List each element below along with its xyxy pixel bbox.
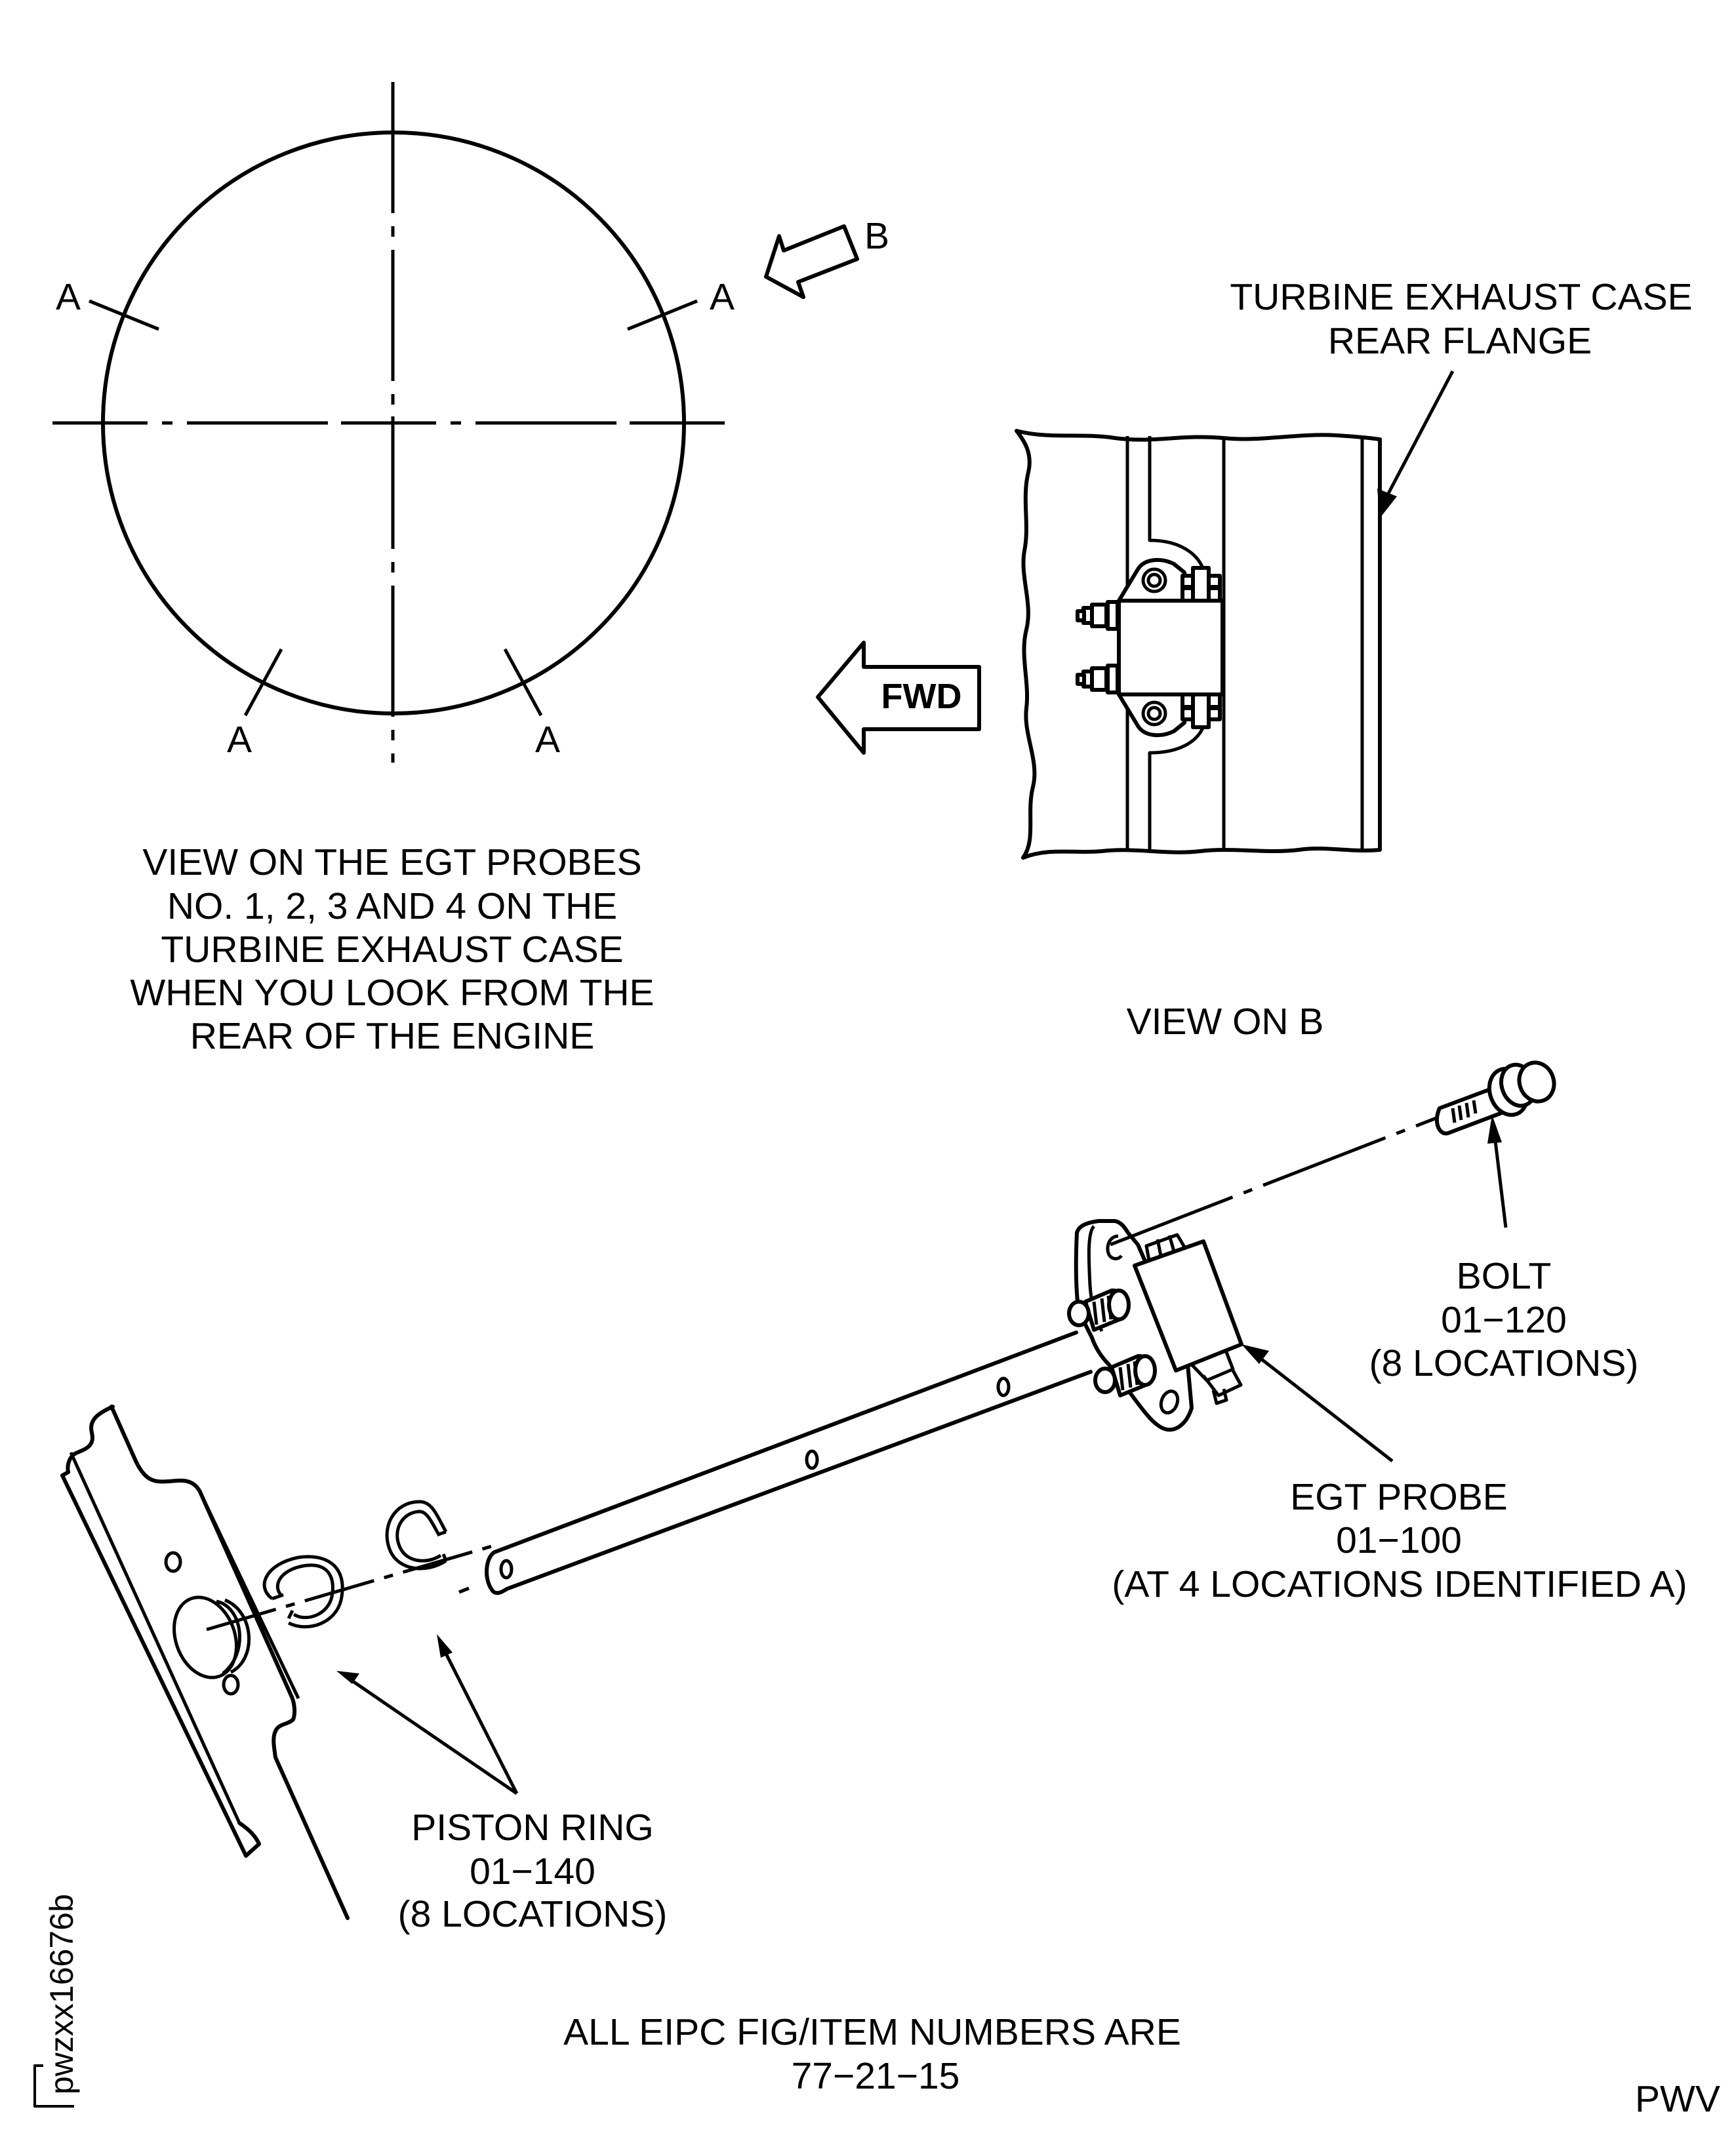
probe-marker-bottom-right: A <box>535 719 560 761</box>
probe-nut-upper <box>1181 566 1222 603</box>
bolt-quantity: (8 LOCATIONS) <box>1369 1342 1639 1384</box>
probe-terminal-upper <box>1076 600 1120 631</box>
piston-ring-1 <box>262 1555 344 1629</box>
probe-position-tick-bottom-left <box>243 648 283 717</box>
probe-marker-top-left: A <box>56 276 81 318</box>
bolt-leader-line <box>1493 1140 1508 1228</box>
figure-id: pwzxx16676b <box>43 1894 80 2094</box>
bolt <box>1434 1060 1556 1136</box>
view-on-b-caption: VIEW ON B <box>1127 1001 1324 1043</box>
case-small-hole-lower <box>222 1673 240 1696</box>
egt-probe-body <box>1117 599 1224 696</box>
rear-view-caption-line: TURBINE EXHAUST CASE <box>161 929 623 971</box>
flange-bolt-hole-lower-inner <box>1146 706 1162 721</box>
case-wall-section <box>60 1405 350 1920</box>
probe-nut-lower <box>1181 692 1222 729</box>
rear-view-caption-line: VIEW ON THE EGT PROBES <box>142 841 641 883</box>
view-b-label: B <box>864 215 889 257</box>
probe-terminal-lower-3d <box>1093 1354 1157 1397</box>
footer-note-line: ALL EIPC FIG/ITEM NUMBERS ARE <box>563 2011 1181 2053</box>
piston-ring-leader-2 <box>437 1639 519 1795</box>
probe-flange-plate <box>1117 557 1186 603</box>
probe-tube-axis-dash <box>458 1586 470 1594</box>
forward-arrow-label: FWD <box>881 677 962 716</box>
probe-marker-bottom-left: A <box>227 719 252 761</box>
rear-view-caption-line: NO. 1, 2, 3 AND 4 ON THE <box>167 885 617 927</box>
piston-ring-name: PISTON RING <box>411 1807 654 1849</box>
probe-tube-hole-middle <box>805 1449 819 1470</box>
flange-leader-line <box>1384 370 1455 500</box>
forward-arrow-icon <box>816 641 981 755</box>
flange-bolt-hole-lower <box>1141 700 1167 727</box>
piston-ring-quantity: (8 LOCATIONS) <box>398 1893 668 1935</box>
piston-ring-2 <box>385 1500 448 1571</box>
flange-leader-arrowhead <box>1377 489 1397 518</box>
egt-probe-name: EGT PROBE <box>1290 1476 1508 1518</box>
egt-probe-housing-nut-bottom <box>1191 1352 1243 1405</box>
piston-ring-arrowhead-1 <box>336 1671 359 1684</box>
rear-view-caption-line: REAR OF THE ENGINE <box>190 1015 595 1057</box>
footer-note-line: 77−21−15 <box>792 2055 960 2097</box>
probe-boss <box>172 1595 238 1679</box>
piston-ring-item-number: 01−140 <box>470 1851 595 1893</box>
bolt-item-number: 01−120 <box>1441 1299 1567 1341</box>
case-small-hole-upper <box>164 1551 182 1573</box>
egt-probe-quantity: (AT 4 LOCATIONS IDENTIFIED A) <box>1112 1563 1687 1605</box>
flange-bottom-hole <box>1159 1390 1180 1414</box>
piston-ring-arrowhead-2 <box>437 1634 453 1658</box>
probe-tube-hole-upper <box>996 1376 1011 1397</box>
case-wall-inner-edge <box>198 1491 300 1700</box>
probe-flange-plate-lower <box>1117 692 1186 738</box>
case-wall-bottom-break <box>237 1821 261 1858</box>
egt-probe-leader-arrowhead <box>1241 1344 1269 1364</box>
corner-mark: PWV <box>1635 2078 1720 2120</box>
exploded-view-diagram: PISTON RING 01−140 (8 LOCATIONS) <box>60 1060 1687 1935</box>
flange-callout-line: TURBINE EXHAUST CASE <box>1230 276 1692 318</box>
view-on-b-diagram: TURBINE EXHAUST CASE REAR FLANGE <box>816 276 1693 1043</box>
egt-probe-housing-nut-top <box>1144 1233 1188 1261</box>
view-b-arrow-icon <box>764 224 859 299</box>
probe-position-tick-bottom-right <box>503 648 543 717</box>
probe-position-tick-top-right <box>627 299 698 331</box>
probe-marker-top-right: A <box>710 276 735 318</box>
bolt-name: BOLT <box>1457 1255 1552 1297</box>
probe-boss-rim <box>216 1598 251 1675</box>
egt-probe-item-number: 01−100 <box>1336 1519 1462 1561</box>
bolt-axis-line <box>1110 1116 1437 1247</box>
probe-tube-hole-tip <box>499 1559 514 1580</box>
egt-probe-tube <box>485 1331 1093 1595</box>
rear-view-caption: VIEW ON THE EGT PROBES NO. 1, 2, 3 AND 4… <box>130 841 654 1057</box>
case-wall-edge <box>69 1451 241 1824</box>
rear-view-diagram: A A A A B VIEW ON THE EGT PROBES NO. 1, … <box>52 82 889 1057</box>
probe-terminal-upper-3d <box>1067 1289 1131 1332</box>
egt-probe-leader-line <box>1258 1356 1394 1462</box>
flange-bolt-slot <box>1106 1234 1123 1260</box>
installation-axis-line <box>206 1542 499 1632</box>
footer: ALL EIPC FIG/ITEM NUMBERS ARE 77−21−15 P… <box>33 1894 1720 2120</box>
case-groove-line-2 <box>1148 436 1205 851</box>
piston-ring-leader-1 <box>343 1673 518 1795</box>
figure-id-bracket <box>33 2064 74 2108</box>
rear-view-caption-line: WHEN YOU LOOK FROM THE <box>130 972 654 1014</box>
probe-position-tick-top-left <box>89 299 159 331</box>
probe-terminal-lower <box>1076 664 1120 694</box>
bolt-leader-arrowhead <box>1487 1115 1502 1144</box>
flange-bolt-hole-upper <box>1141 567 1167 593</box>
flange-bolt-hole-upper-inner <box>1146 572 1162 588</box>
flange-callout-line: REAR FLANGE <box>1328 320 1592 362</box>
